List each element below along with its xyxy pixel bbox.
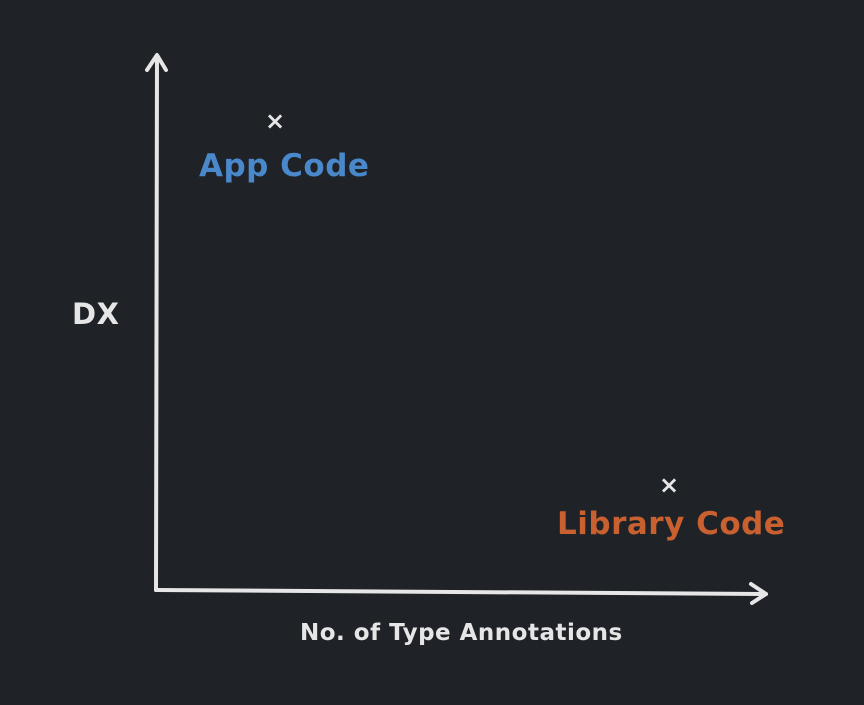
x-axis-label: No. of Type Annotations (300, 620, 623, 646)
library-code-label: Library Code (557, 506, 786, 542)
x-axis-arrowhead-icon (749, 582, 768, 605)
app-code-label: App Code (199, 148, 370, 184)
app-code-point-marker-icon: × (265, 107, 286, 135)
y-axis-arrowhead-icon (145, 53, 168, 72)
y-axis (145, 53, 168, 592)
y-axis-label: DX (72, 297, 120, 331)
library-code-point-marker-icon: × (659, 471, 680, 499)
x-axis (154, 582, 768, 605)
